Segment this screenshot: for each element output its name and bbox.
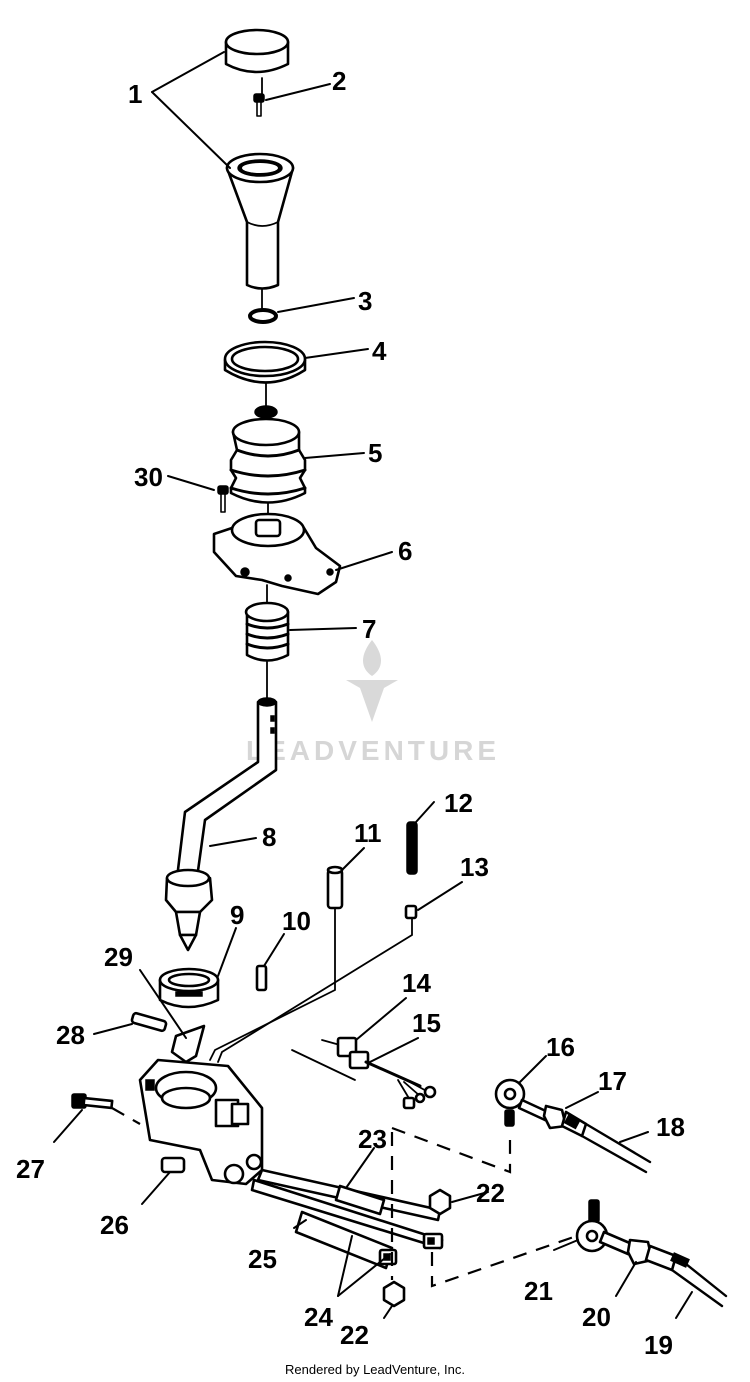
roll-pin-28 xyxy=(130,1011,168,1033)
watermark-text: LEADVENTURE xyxy=(246,735,500,766)
watermark-v-icon xyxy=(346,680,398,722)
callout-4: 4 xyxy=(372,336,387,366)
watermark-flame-icon xyxy=(363,640,381,676)
rod-path-14 xyxy=(291,1049,356,1081)
callout-30: 30 xyxy=(134,462,163,492)
callout-21: 21 xyxy=(524,1276,553,1306)
callout-10: 10 xyxy=(282,906,311,936)
shift-base-plate xyxy=(212,512,342,596)
callout-24: 24 xyxy=(304,1302,333,1332)
callout-27: 27 xyxy=(16,1154,45,1184)
shift-knob-cap xyxy=(224,28,290,74)
large-retaining-ring xyxy=(223,340,307,384)
callout-25: 25 xyxy=(248,1244,277,1274)
callout-29: 29 xyxy=(104,942,133,972)
callout-1: 1 xyxy=(128,79,142,109)
callout-23: 23 xyxy=(358,1124,387,1154)
callout-2: 2 xyxy=(332,66,346,96)
callout-17: 17 xyxy=(598,1066,627,1096)
callout-5: 5 xyxy=(368,438,382,468)
callout-13: 13 xyxy=(460,852,489,882)
callout-3: 3 xyxy=(358,286,372,316)
footer-credit: Rendered by LeadVenture, Inc. xyxy=(285,1362,465,1377)
callout-26: 26 xyxy=(100,1210,129,1240)
nut-22-upper xyxy=(428,1188,452,1216)
wire-harness-15 xyxy=(348,1050,437,1110)
alignment-lines xyxy=(390,1126,595,1288)
callout-20: 20 xyxy=(582,1302,611,1332)
rod-end-16 xyxy=(494,1078,550,1127)
shift-housing xyxy=(138,1058,264,1186)
callout-9: 9 xyxy=(230,900,244,930)
callout-19: 19 xyxy=(644,1330,673,1360)
rod-path-13 xyxy=(217,917,413,1063)
callout-6: 6 xyxy=(398,536,412,566)
spring-7 xyxy=(244,601,290,662)
collar-9 xyxy=(158,967,220,1009)
callout-11: 11 xyxy=(354,818,382,848)
rod-path-11 xyxy=(209,907,336,1061)
spring-12 xyxy=(406,821,418,875)
callouts: 1 2 3 4 5 6 7 8 9 10 11 12 13 14 15 16 1… xyxy=(16,66,685,1360)
callout-14: 14 xyxy=(402,968,431,998)
callout-16: 16 xyxy=(546,1032,575,1062)
callout-15: 15 xyxy=(412,1008,441,1038)
nut-22-lower xyxy=(382,1280,406,1308)
bolt-alignment-line xyxy=(111,1107,141,1125)
jam-nut-17 xyxy=(542,1104,568,1130)
bolt-30 xyxy=(217,485,229,513)
leader-lines xyxy=(53,51,693,1319)
callout-8: 8 xyxy=(262,822,276,852)
detent-13 xyxy=(404,904,418,920)
callout-22-lower: 22 xyxy=(340,1320,369,1350)
shift-cable-18 xyxy=(560,1110,652,1174)
shift-fork-29 xyxy=(170,1024,206,1064)
rod-end-21 xyxy=(575,1199,634,1256)
shift-cable-19 xyxy=(644,1244,728,1308)
shift-boot xyxy=(229,405,307,504)
pin-11 xyxy=(326,865,344,910)
callout-7: 7 xyxy=(362,614,376,644)
knob-screw xyxy=(253,93,265,117)
set-screw-10 xyxy=(255,964,268,992)
callout-28: 28 xyxy=(56,1020,85,1050)
small-o-ring xyxy=(248,308,278,324)
callout-12: 12 xyxy=(444,788,473,818)
shift-lever xyxy=(164,697,278,952)
callout-18: 18 xyxy=(656,1112,685,1142)
callout-22-upper: 22 xyxy=(476,1178,505,1208)
shift-knob-body xyxy=(225,152,295,290)
watermark: LEADVENTURE xyxy=(246,640,500,766)
bolt-27 xyxy=(71,1093,114,1110)
